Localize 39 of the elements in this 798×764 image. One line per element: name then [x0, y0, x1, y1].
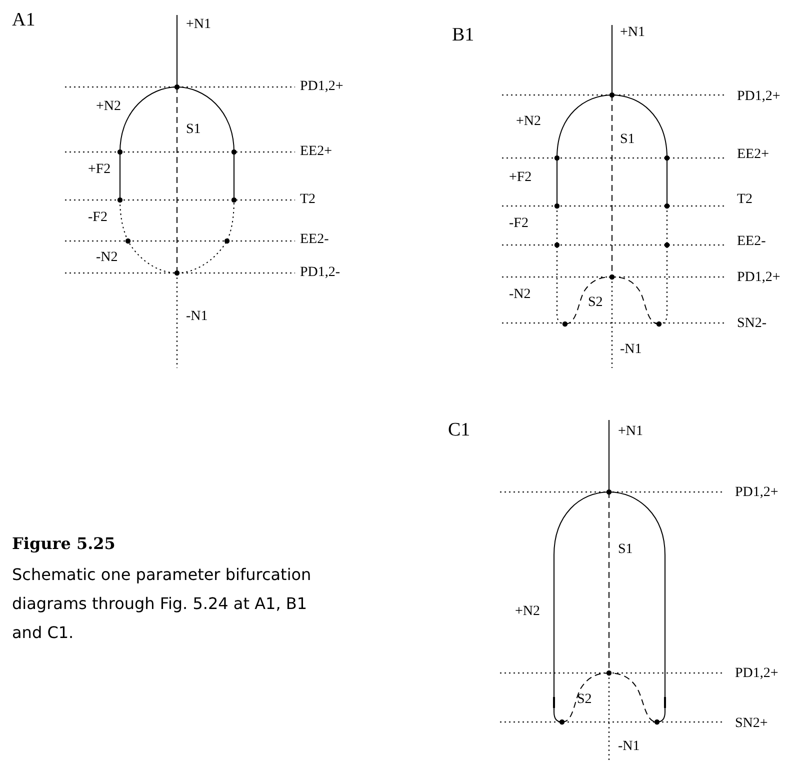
- curve-label: -N1: [186, 310, 208, 324]
- curve-label: S2: [588, 296, 603, 310]
- curve-label: PD1,2+: [737, 271, 780, 285]
- curve-label: T2: [300, 193, 316, 207]
- curve-label: -N1: [620, 343, 642, 357]
- curve-label: +N1: [618, 425, 644, 439]
- curve-label: PD1,2+: [735, 667, 778, 681]
- curve-label: S1: [186, 123, 201, 137]
- curve-label: SN2-: [737, 317, 767, 331]
- curve-label: +N1: [186, 18, 212, 32]
- curve-label: PD1,2+: [300, 80, 344, 94]
- curve-label: +N1: [620, 26, 646, 40]
- curve-label: +N2: [96, 100, 122, 114]
- figure-title: Figure 5.25: [12, 534, 116, 553]
- panel-label: B1: [452, 26, 474, 44]
- curve-label: S2: [577, 693, 592, 707]
- curve-label: -F2: [509, 217, 528, 231]
- curve-label: -N2: [96, 251, 118, 265]
- figure-caption: Schematic one parameter bifurcation diagrams through Fig. 5.24 at A1, B1 and C1.: [12, 564, 312, 644]
- curve-label: +F2: [509, 171, 532, 185]
- curve-label: PD1,2-: [300, 266, 340, 280]
- curve-label: EE2+: [300, 145, 332, 159]
- curve-label: T2: [737, 193, 753, 207]
- curve-label: S1: [620, 133, 635, 147]
- curve-label: EE2-: [300, 233, 329, 247]
- curve-label: SN2+: [735, 717, 768, 731]
- curve-label: EE2-: [737, 235, 766, 249]
- curve-label: +N2: [515, 605, 540, 619]
- curve-label: +N2: [516, 115, 542, 129]
- curve-label: -F2: [88, 211, 108, 225]
- panel-label: C1: [448, 420, 470, 440]
- panel-label: A1: [12, 10, 36, 30]
- curve-label: PD1,2+: [737, 90, 780, 104]
- curve-label: -N1: [618, 740, 640, 754]
- curve-label: EE2+: [737, 148, 769, 162]
- curve-label: +F2: [88, 163, 111, 177]
- curve-label: PD1,2+: [735, 486, 778, 500]
- curve-label: -N2: [509, 288, 531, 302]
- curve-label: S1: [618, 543, 633, 557]
